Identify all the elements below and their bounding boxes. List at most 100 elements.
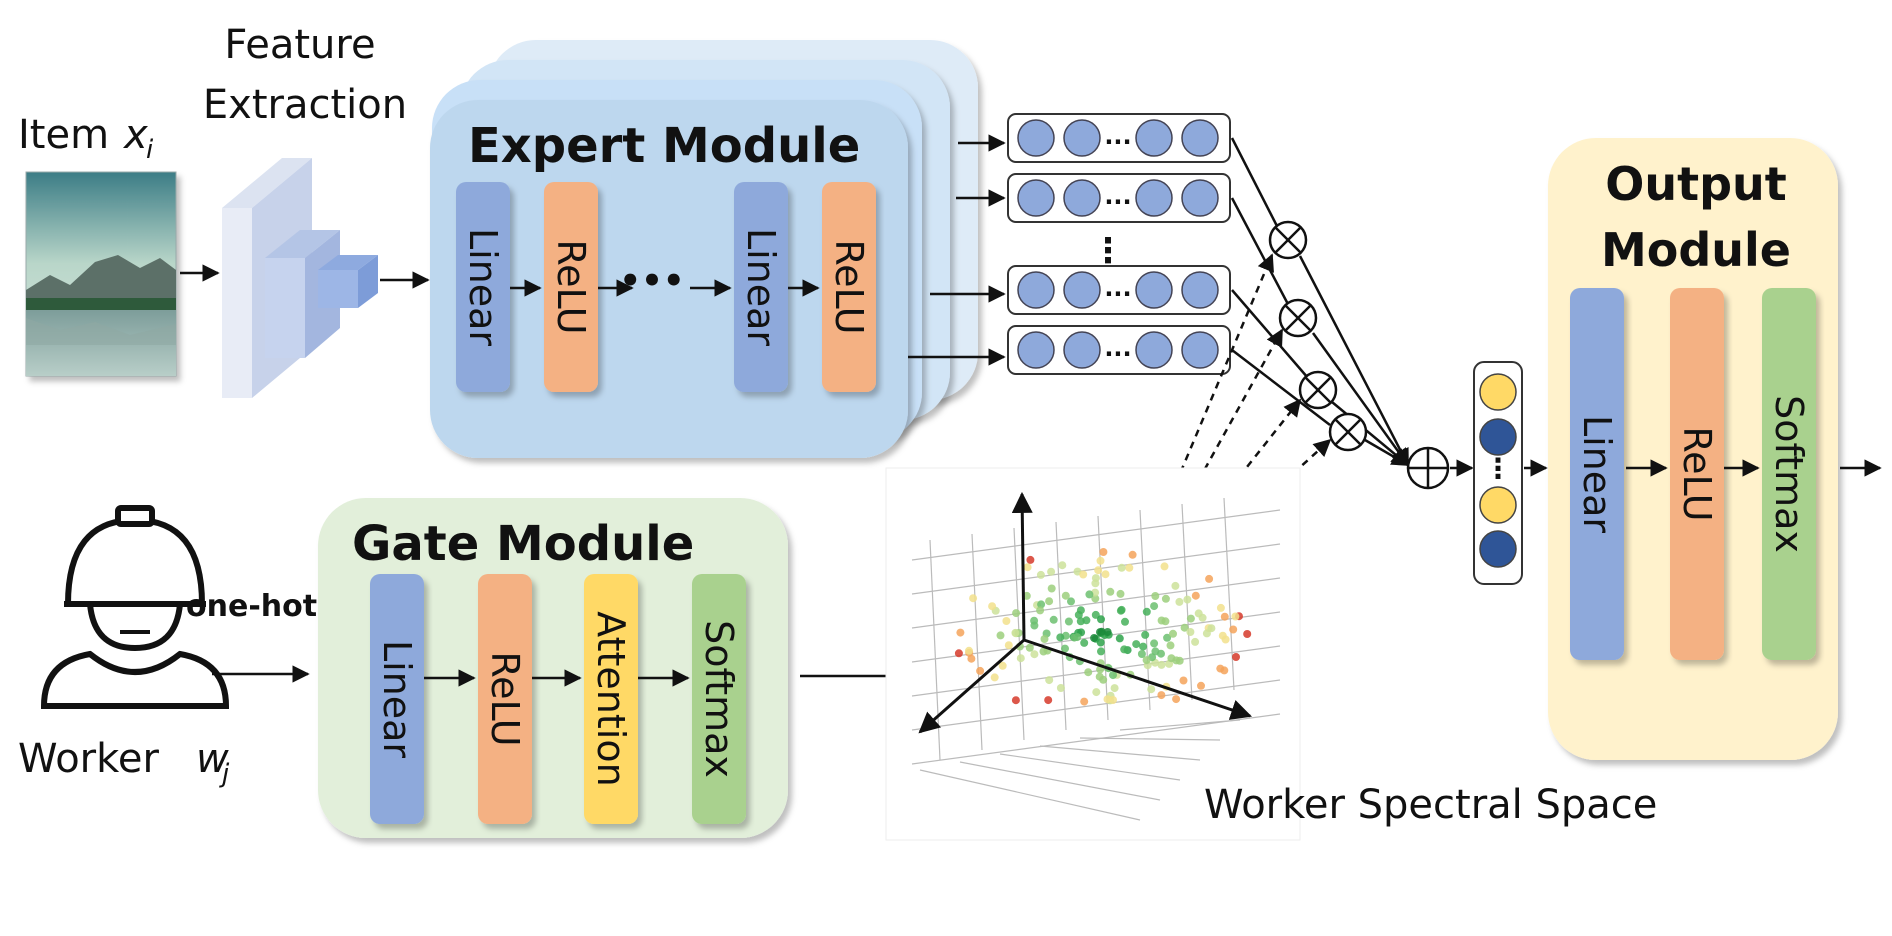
worker-point (1064, 617, 1073, 626)
worker-point (996, 631, 1005, 640)
worker-point (1205, 574, 1214, 583)
worker-point (1094, 566, 1103, 575)
worker-point (1096, 638, 1105, 647)
vector-ellipsis: ⋮ (1484, 452, 1512, 485)
one-hot-label: one-hot (186, 589, 317, 624)
worker-point (1120, 645, 1129, 654)
worker-point (1076, 617, 1085, 626)
worker-point (1011, 696, 1020, 705)
worker-point (1142, 656, 1151, 665)
worker-point (1002, 617, 1011, 625)
layer-attention: Attention (584, 574, 638, 824)
worker-spectral-space-plot (885, 467, 1301, 841)
worker-point (1092, 688, 1101, 697)
worker-point (967, 654, 976, 663)
layer-linear: Linear (456, 182, 510, 392)
worker-point (1049, 615, 1058, 624)
worker-point (1004, 641, 1013, 650)
worker-point (1179, 676, 1188, 685)
layer-relu: ReLU (1670, 288, 1724, 660)
worker-sub: j (219, 759, 230, 789)
worker-point (1141, 630, 1150, 639)
layer-label: Softmax (1767, 395, 1811, 553)
worker-point (1151, 592, 1160, 600)
worker-point (1183, 595, 1192, 604)
worker-point (1110, 684, 1119, 693)
worker-point (1186, 628, 1195, 636)
worker-point (1163, 633, 1172, 642)
layer-label: Linear (375, 640, 419, 758)
worker-point (1243, 630, 1252, 638)
worker-point (1103, 695, 1112, 704)
worker-point (990, 673, 999, 682)
worker-point (969, 594, 978, 603)
worker-point (1103, 628, 1112, 636)
worker-point (1221, 635, 1230, 644)
worker-point (1186, 614, 1195, 623)
layer-label: ReLU (483, 651, 527, 746)
worker-point (1160, 562, 1169, 571)
worker-point (1232, 653, 1240, 661)
worker-point (1047, 584, 1056, 593)
worker-point (1036, 570, 1045, 579)
layer-relu: ReLU (478, 574, 532, 824)
worker-point (1097, 647, 1105, 656)
worker-point (1142, 607, 1151, 616)
worker-point (1056, 633, 1065, 642)
layer-label: Linear (461, 228, 505, 346)
worker-point (1044, 696, 1053, 705)
worker-point (1191, 637, 1200, 646)
node-ellipsis: ... (1104, 334, 1131, 362)
expert-title: Expert Module (468, 118, 860, 174)
node-ellipsis: ... (1104, 122, 1131, 150)
worker-point (1128, 550, 1137, 559)
worker-point (965, 646, 973, 655)
worker-point (1073, 633, 1082, 642)
expert-output-vector: ... (1007, 173, 1231, 223)
worker-point (1121, 617, 1129, 626)
worker-point (1191, 591, 1200, 600)
worker-point (1231, 612, 1240, 621)
expert-output-vector: ... (1007, 325, 1231, 375)
worker-point (988, 602, 997, 611)
layer-label: ReLU (549, 239, 593, 334)
node-ellipsis: ... (1104, 182, 1131, 210)
worker-point (1106, 587, 1115, 596)
worker-point (1045, 597, 1054, 606)
layer-relu: ReLU (544, 182, 598, 392)
layer-label: ReLU (827, 239, 871, 334)
worker-point (1139, 642, 1148, 651)
worker-label: Worker (18, 736, 159, 782)
worker-point (1132, 640, 1141, 649)
worker-point (1091, 574, 1100, 583)
worker-point (1115, 634, 1124, 643)
worker-point (1012, 609, 1021, 618)
sum-operator (1406, 446, 1450, 490)
worker-point (1097, 627, 1106, 636)
layer-label: Attention (589, 611, 633, 786)
multiply-operator (1268, 220, 1308, 260)
worker-point (1037, 600, 1046, 609)
layer-label: Softmax (697, 620, 741, 778)
layer-linear: Linear (370, 574, 424, 824)
worker-point (1023, 563, 1032, 572)
layer-softmax: Softmax (692, 574, 746, 824)
worker-point (1030, 621, 1039, 630)
worker-point (1116, 589, 1125, 598)
worker-point (1080, 697, 1089, 706)
worker-point (956, 628, 965, 637)
output-title-line2: Module (1601, 223, 1791, 277)
worker-label-group: Worker w j (18, 736, 230, 789)
worker-point (1036, 606, 1045, 615)
multiply-operators (1268, 220, 1368, 452)
worker-point (1025, 643, 1034, 652)
worker-point (1039, 647, 1048, 656)
layer-linear: Linear (1570, 288, 1624, 660)
worker-point (1194, 609, 1203, 618)
worker-point (1040, 635, 1049, 643)
worker-point (1220, 612, 1229, 621)
